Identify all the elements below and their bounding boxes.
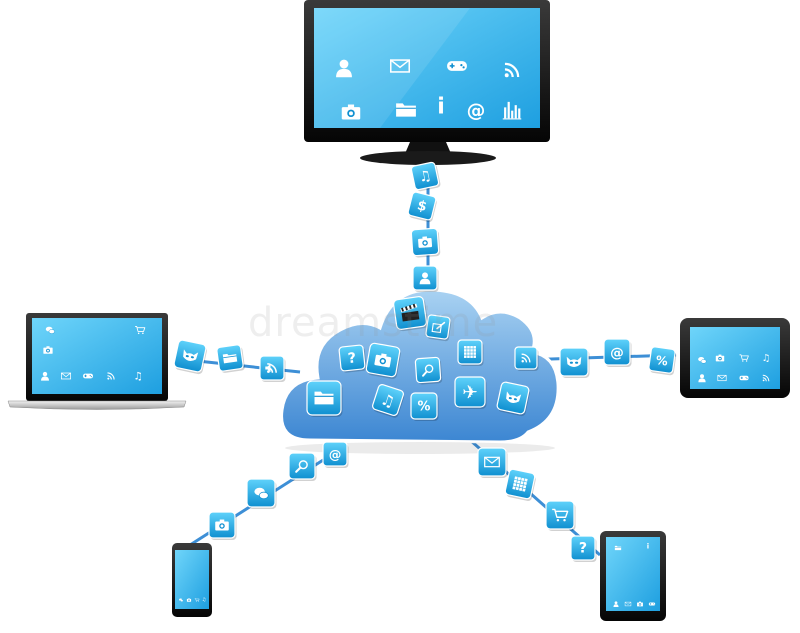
svg-text:♫: ♫ — [133, 371, 142, 383]
svg-text:%: % — [655, 353, 669, 369]
smartphone: ♫ — [172, 543, 212, 617]
laptop: ♫ — [8, 313, 186, 410]
gamepad-icon — [447, 61, 467, 71]
svg-text:♫: ♫ — [762, 353, 771, 364]
gamepad-icon — [740, 376, 749, 380]
tile-folder — [307, 381, 343, 417]
cloud: ?✈♫% — [282, 290, 559, 454]
svg-text:@: @ — [467, 101, 486, 122]
music-icon: ♫ — [202, 597, 206, 603]
question-icon: ? — [347, 350, 357, 367]
tile-sound — [260, 356, 286, 382]
tile-plane: ✈ — [455, 377, 487, 409]
tablet-portrait-screen — [606, 537, 660, 611]
tablet-landscape: ♫ — [680, 318, 790, 398]
percent-icon: % — [655, 353, 669, 369]
tile-percent: % — [411, 393, 439, 421]
question-icon: ? — [579, 541, 587, 557]
tile-camera — [411, 228, 440, 258]
tile-mail — [478, 448, 508, 478]
music-icon: ♫ — [133, 371, 142, 383]
tile-music: ♫ — [411, 161, 441, 192]
tablet-portrait: i — [600, 531, 666, 621]
tile-mask — [560, 348, 590, 378]
tile-mask — [496, 381, 531, 416]
tile-chat — [247, 479, 277, 509]
tile-search — [415, 357, 442, 385]
tile-dollar: $ — [407, 191, 438, 222]
tile-question: ? — [339, 345, 367, 374]
svg-text:♫: ♫ — [202, 597, 206, 603]
tile-rss — [515, 347, 539, 371]
at-icon: @ — [610, 345, 624, 361]
gamepad-icon — [83, 374, 93, 379]
music-icon: ♫ — [762, 353, 771, 364]
at-icon: @ — [467, 101, 486, 122]
tile-grid — [458, 340, 484, 366]
tile-cart — [546, 501, 576, 531]
tile-grid — [504, 469, 537, 502]
tile-percent: % — [648, 346, 677, 375]
svg-text:?: ? — [579, 541, 587, 557]
svg-text:✈: ✈ — [462, 382, 478, 403]
plane-icon: ✈ — [462, 382, 478, 403]
tile-mask — [173, 339, 208, 374]
tile-folder — [216, 344, 245, 373]
tile-at: @ — [604, 339, 632, 367]
tile-camera — [209, 512, 237, 540]
laptop-base — [8, 401, 186, 410]
info-icon: i — [647, 542, 649, 550]
gamepad-icon — [649, 602, 655, 605]
tile-edit — [425, 315, 452, 342]
tile-search — [289, 453, 317, 481]
tv-monitor: i@ — [304, 0, 550, 165]
svg-text:@: @ — [610, 345, 624, 361]
svg-text:?: ? — [347, 350, 357, 367]
at-icon: @ — [329, 447, 342, 462]
tile-clapper — [393, 296, 429, 332]
svg-text:%: % — [418, 399, 431, 414]
tile-camera — [365, 343, 402, 380]
info-icon: i — [437, 95, 445, 120]
percent-icon: % — [418, 399, 431, 414]
svg-text:@: @ — [329, 447, 342, 462]
tile-question: ? — [571, 536, 597, 562]
tile-user — [413, 266, 439, 292]
svg-text:i: i — [437, 95, 445, 120]
tile-at: @ — [323, 442, 349, 468]
svg-text:i: i — [647, 542, 649, 550]
